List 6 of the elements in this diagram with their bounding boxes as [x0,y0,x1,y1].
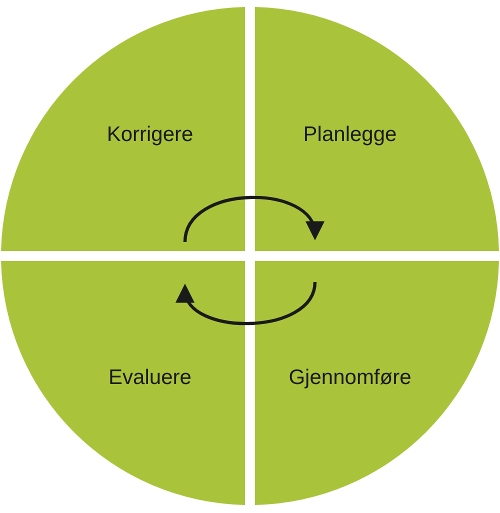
cycle-arrow [178,282,317,326]
segment-label: Evaluere [108,366,192,390]
segment-label: Gjennomføre [288,366,412,390]
segment-label: Korrigere [106,123,194,147]
segment-label: Planlegge [303,123,397,147]
cycle-arrow [183,196,322,242]
